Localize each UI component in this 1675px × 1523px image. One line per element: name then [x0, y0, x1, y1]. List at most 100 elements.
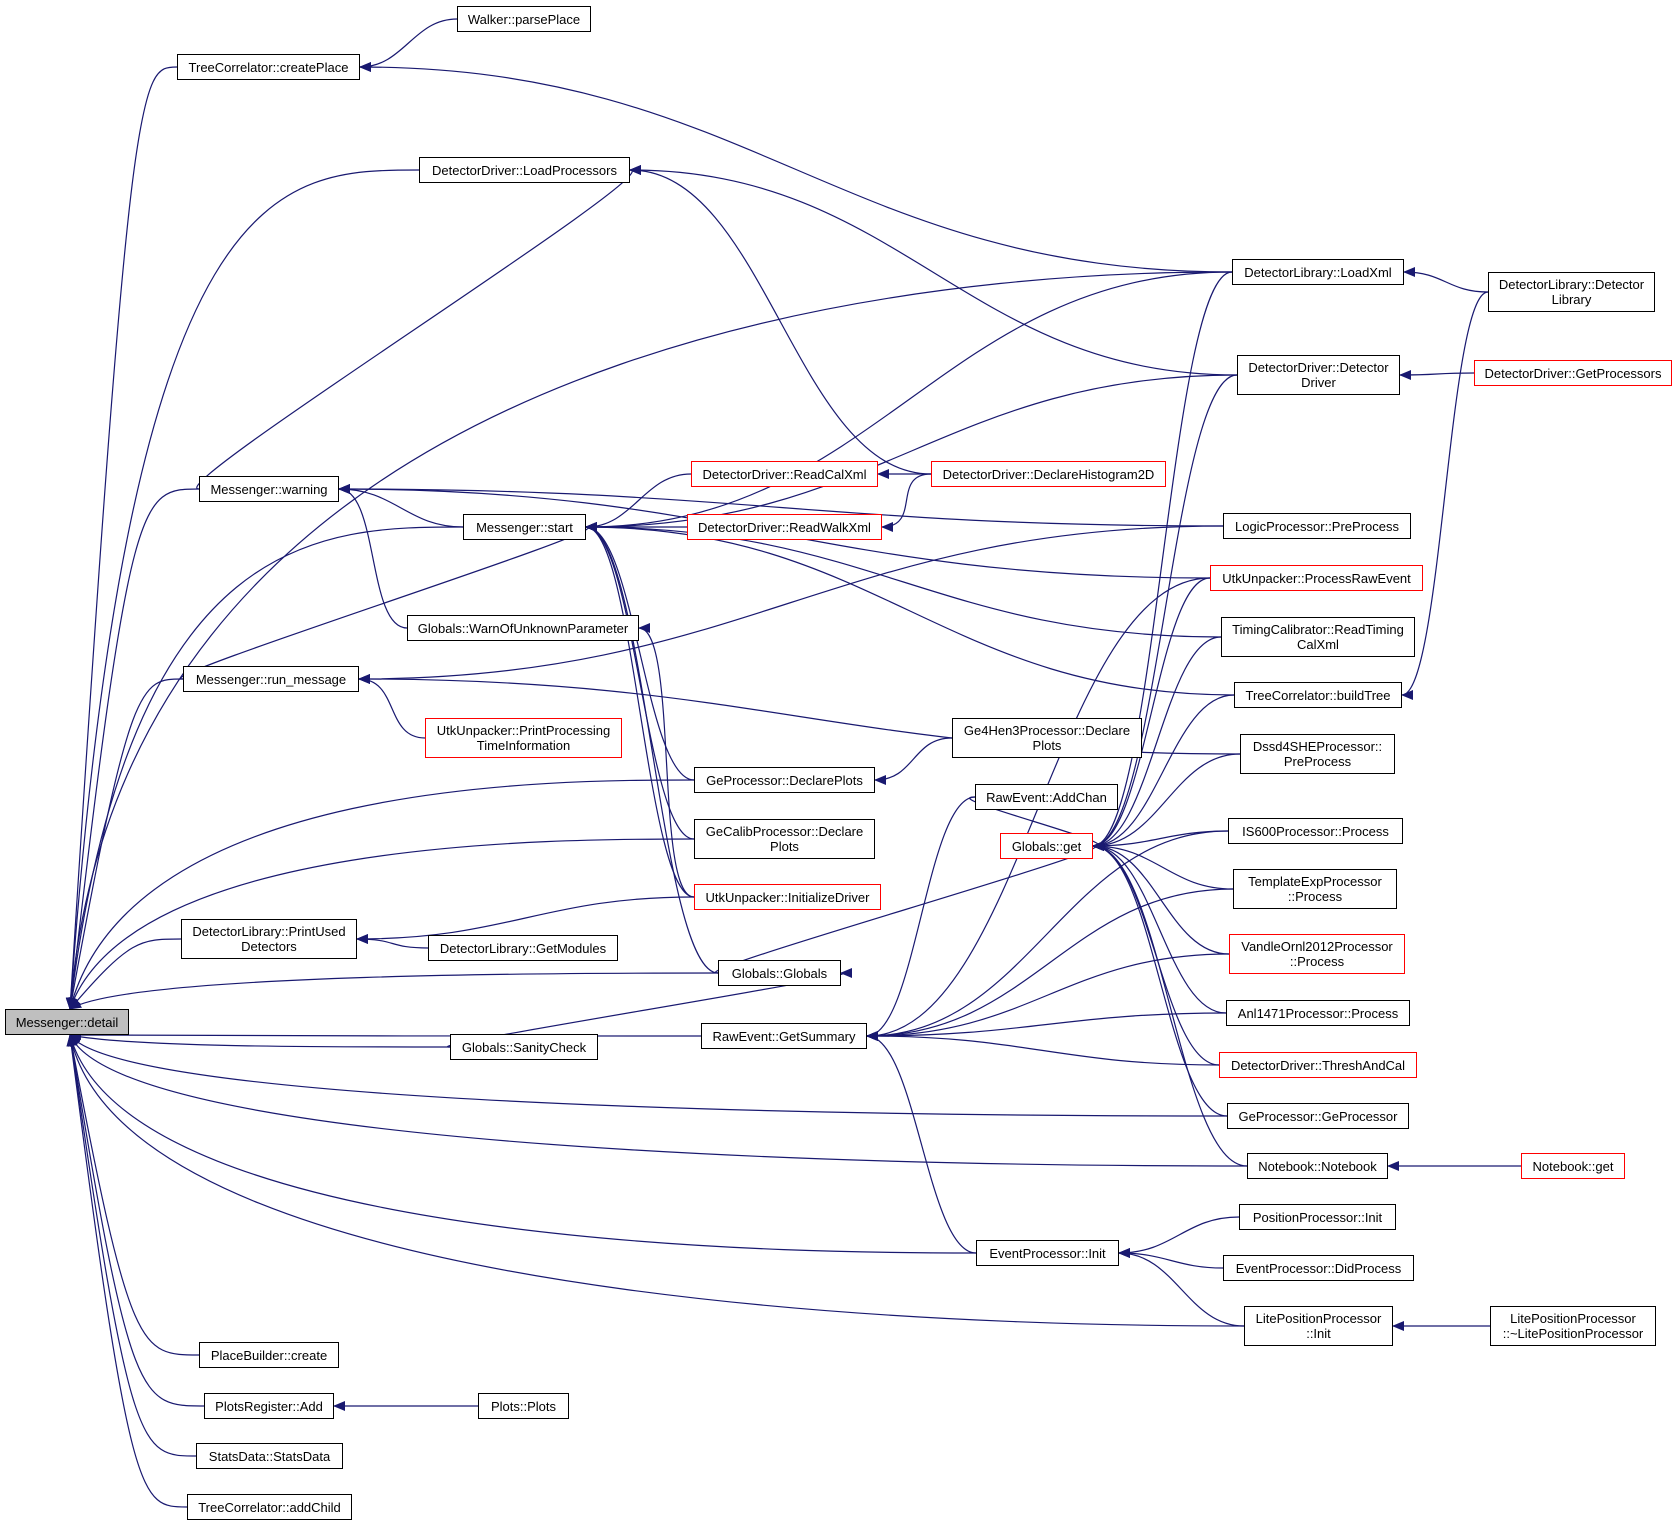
node-get-processors[interactable]: DetectorDriver::GetProcessors [1474, 360, 1672, 386]
edge-loadXml-to-detail [65, 271, 1233, 1010]
edge-evInit-to-detail [68, 1034, 977, 1254]
edge-timingCal-to-globalsGet [1092, 636, 1222, 851]
edge-loadProcessors-to-detail [65, 169, 420, 1010]
node-run-message[interactable]: Messenger::run_message [183, 666, 359, 692]
edge-is600-to-getSummary [866, 830, 1229, 1041]
edge-threshCal-to-getSummary [866, 1031, 1220, 1066]
node-ge-proc-ctor[interactable]: GeProcessor::GeProcessor [1227, 1103, 1409, 1129]
edge-anl1471-to-globalsGet [1092, 841, 1227, 1014]
node-globals-get[interactable]: Globals::get [1000, 833, 1093, 859]
edge-notebookCtor-to-globalsGet [1092, 841, 1248, 1167]
node-vandle-ornl[interactable]: VandleOrnl2012Processor ::Process [1229, 934, 1405, 974]
edge-notebookCtor-to-detail [69, 1034, 1248, 1167]
edge-addChan-to-getSummary [866, 796, 976, 1041]
edge-detLibCtor-to-loadXml [1403, 267, 1489, 293]
node-notebook-get[interactable]: Notebook::get [1521, 1153, 1625, 1179]
node-sanity-check[interactable]: Globals::SanityCheck [450, 1034, 598, 1060]
node-dssd4she[interactable]: Dssd4SHEProcessor:: PreProcess [1240, 734, 1395, 774]
edge-runMessage-to-start [180, 522, 598, 680]
node-logic-pre[interactable]: LogicProcessor::PreProcess [1223, 513, 1411, 539]
edge-litePosInit-to-detail [67, 1034, 1245, 1327]
node-read-cal-xml[interactable]: DetectorDriver::ReadCalXml [691, 461, 878, 487]
node-parse-place[interactable]: Walker::parsePlace [457, 6, 591, 32]
node-build-tree[interactable]: TreeCorrelator::buildTree [1234, 682, 1402, 708]
node-place-builder[interactable]: PlaceBuilder::create [199, 1342, 339, 1368]
node-det-lib-ctor[interactable]: DetectorLibrary::Detector Library [1488, 272, 1655, 312]
edge-warnUnknown-to-warning [338, 484, 408, 629]
node-start[interactable]: Messenger::start [463, 514, 586, 540]
edge-declHist2D-to-loadProcessors [629, 165, 932, 475]
node-get-summary[interactable]: RawEvent::GetSummary [701, 1023, 867, 1049]
edge-utkInitDriver-to-printUsed [356, 896, 695, 944]
node-warning[interactable]: Messenger::warning [199, 476, 339, 502]
edge-start-to-warning [338, 484, 464, 528]
edge-readCalXml-to-start [585, 473, 692, 532]
edge-placeBuilder-to-detail [67, 1034, 200, 1356]
edge-globalsCtor-to-detail [69, 972, 719, 1010]
edge-didProcess-to-evInit [1118, 1248, 1224, 1269]
node-add-chan[interactable]: RawEvent::AddChan [975, 784, 1118, 810]
node-lite-pos-dtor[interactable]: LitePositionProcessor ::~LitePositionPro… [1490, 1306, 1656, 1346]
edge-buildTree-to-globalsGet [1092, 694, 1235, 851]
edge-geProcCtor-to-detail [69, 1034, 1228, 1117]
edge-getProcessors-to-detDriverCtor [1399, 369, 1475, 380]
node-globals-ctor[interactable]: Globals::Globals [718, 960, 841, 986]
edge-litePosInit-to-evInit [1118, 1248, 1245, 1327]
node-notebook-ctor[interactable]: Notebook::Notebook [1247, 1153, 1388, 1179]
node-utk-init-driver[interactable]: UtkUnpacker::InitializeDriver [694, 884, 881, 910]
edge-plotsAdd-to-detail [66, 1034, 205, 1407]
edge-logicPre-to-warning [338, 484, 1224, 527]
edge-utkInitDriver-to-warnUnknown [638, 623, 695, 898]
node-plots-ctor[interactable]: Plots::Plots [478, 1393, 569, 1419]
node-det-driver-ctor[interactable]: DetectorDriver::Detector Driver [1237, 355, 1400, 395]
edge-warning-to-detail [66, 488, 200, 1010]
edge-statsData-to-detail [66, 1034, 197, 1457]
node-ev-init[interactable]: EventProcessor::Init [976, 1240, 1119, 1266]
edge-anl1471-to-getSummary [866, 1012, 1227, 1041]
node-utk-proc-raw[interactable]: UtkUnpacker::ProcessRawEvent [1210, 565, 1423, 591]
node-timing-cal[interactable]: TimingCalibrator::ReadTiming CalXml [1221, 617, 1415, 657]
node-did-process[interactable]: EventProcessor::DidProcess [1223, 1255, 1414, 1281]
edge-printUsed-to-detail [69, 938, 182, 1010]
edge-getModules-to-printUsed [356, 934, 429, 949]
node-lite-pos-init[interactable]: LitePositionProcessor ::Init [1244, 1306, 1393, 1346]
node-read-walk-xml[interactable]: DetectorDriver::ReadWalkXml [687, 514, 882, 540]
node-plots-add[interactable]: PlotsRegister::Add [204, 1393, 334, 1419]
node-create-place[interactable]: TreeCorrelator::createPlace [177, 54, 360, 80]
edge-loadXml-to-createPlace [359, 62, 1233, 273]
node-anl1471[interactable]: Anl1471Processor::Process [1226, 1000, 1410, 1026]
node-pos-init[interactable]: PositionProcessor::Init [1239, 1204, 1396, 1230]
edge-runMessage-to-detail [67, 678, 184, 1010]
node-ge-decl-plots[interactable]: GeProcessor::DeclarePlots [694, 767, 875, 793]
node-thresh-cal[interactable]: DetectorDriver::ThreshAndCal [1219, 1052, 1417, 1078]
edge-geDeclPlots-to-start [585, 522, 695, 781]
edge-declHist2D-to-readWalkXml [881, 473, 932, 532]
node-template-exp[interactable]: TemplateExpProcessor ::Process [1233, 869, 1397, 909]
edge-addChild-to-detail [66, 1034, 188, 1508]
edge-detLibCtor-to-buildTree [1401, 291, 1489, 700]
node-get-modules[interactable]: DetectorLibrary::GetModules [428, 935, 618, 961]
node-stats-data[interactable]: StatsData::StatsData [196, 1443, 343, 1469]
node-decl-hist2-d[interactable]: DetectorDriver::DeclareHistogram2D [931, 461, 1166, 487]
node-print-proc-time[interactable]: UtkUnpacker::PrintProcessing TimeInforma… [425, 718, 622, 758]
edge-posInit-to-evInit [1118, 1216, 1240, 1258]
edge-utkInitDriver-to-start [585, 522, 695, 898]
node-warn-unknown[interactable]: Globals::WarnOfUnknownParameter [407, 615, 639, 641]
node-ge4hen3[interactable]: Ge4Hen3Processor::Declare Plots [952, 718, 1142, 758]
edge-warning-to-loadProcessors [196, 165, 642, 490]
node-load-xml[interactable]: DetectorLibrary::LoadXml [1232, 259, 1404, 285]
edge-printProcTime-to-runMessage [358, 674, 426, 739]
edge-dssd4she-to-globalsGet [1092, 753, 1241, 851]
node-is600[interactable]: IS600Processor::Process [1228, 818, 1403, 844]
edge-ge4hen3-to-geDeclPlots [874, 737, 953, 785]
edge-geProcCtor-to-globalsGet [1092, 841, 1228, 1117]
edge-geDeclPlots-to-detail [67, 779, 695, 1010]
edge-is600-to-globalsGet [1092, 830, 1229, 851]
node-add-child[interactable]: TreeCorrelator::addChild [187, 1494, 352, 1520]
node-print-used[interactable]: DetectorLibrary::PrintUsed Detectors [181, 919, 357, 959]
node-ge-calib-decl[interactable]: GeCalibProcessor::Declare Plots [694, 819, 875, 859]
node-load-processors[interactable]: DetectorDriver::LoadProcessors [419, 157, 630, 183]
edge-detDriverCtor-to-loadProcessors [629, 165, 1238, 376]
